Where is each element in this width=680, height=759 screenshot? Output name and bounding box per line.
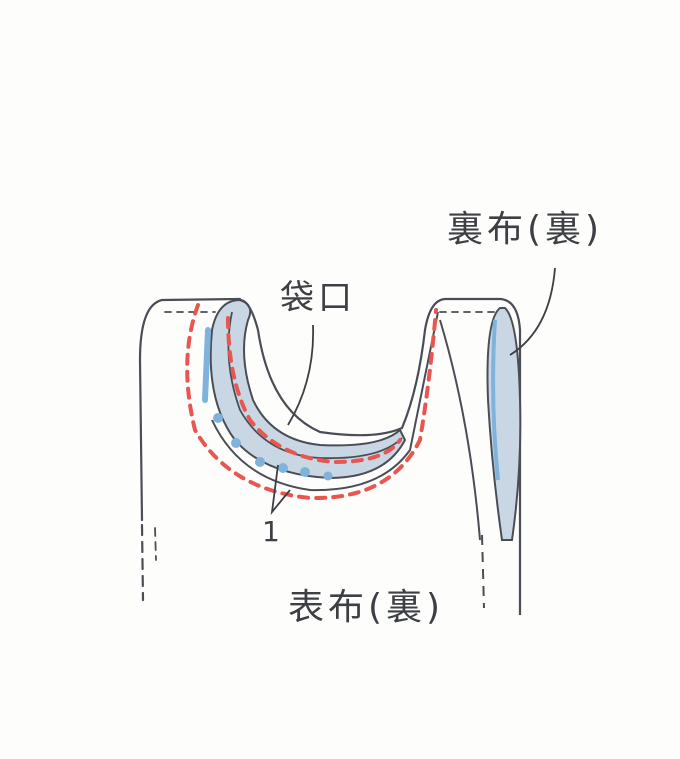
leader-opening [287,324,315,426]
stitch-line-inner [226,316,402,465]
outer-fabric-u-bottom [211,311,439,492]
label-seam-allowance: 1 [262,515,284,548]
lining-band [209,298,407,480]
leader-seam [270,464,291,515]
outer-fabric-right-edge [439,319,481,541]
outer-fabric-left-dash [140,523,145,602]
lining-right-loop [486,307,522,541]
lining-blue-dots [213,413,333,481]
stitch-line-outer [185,303,438,501]
leader-lining [509,267,556,356]
lining-right-blue [491,319,500,481]
outer-fabric-left-edge [138,297,242,522]
label-bag-opening: 袋口 [280,278,356,318]
outer-fabric-right-dash [481,534,485,609]
label-lining-wrong-side: 裏布(裏) [447,209,604,250]
outer-fabric-u-curve [239,297,522,615]
label-outer-wrong-side: 表布(裏) [288,587,445,628]
outer-fabric-left-dash-2 [154,527,157,561]
lining-blue-edge [202,327,211,403]
